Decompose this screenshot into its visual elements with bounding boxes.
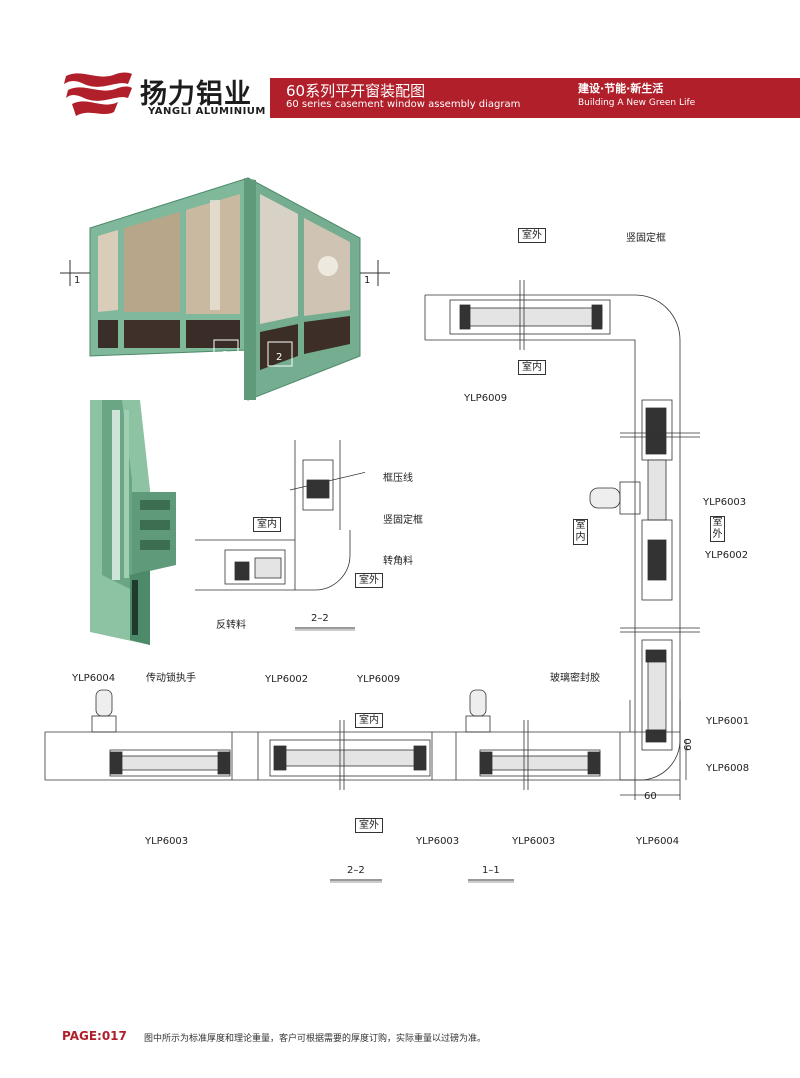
brand-name-cn: 扬力铝业 xyxy=(140,79,252,110)
ylp6003-label-bottom-1: YLP6003 xyxy=(145,836,189,847)
section-2-right-label: 2 xyxy=(276,352,282,363)
indoor-label-top: 室内 xyxy=(518,360,546,375)
ylp6004-label-bottom: YLP6004 xyxy=(636,836,680,847)
section-1-right-label: 1 xyxy=(364,275,370,286)
outdoor-label-mid: 室外 xyxy=(355,573,383,588)
section-1-1-bottom-label: 1–1 xyxy=(482,865,500,876)
slogan-en: Building A New Green Life xyxy=(578,98,696,108)
vertical-frame-label-top: 竖固定框 xyxy=(626,233,666,244)
corner-profile-label: 转角料 xyxy=(383,556,413,567)
header-band xyxy=(270,78,800,118)
frame-bead-label: 框压线 xyxy=(383,473,413,484)
section-2-2-mid-label: 2–2 xyxy=(311,613,329,624)
brand-logo-icon xyxy=(64,72,132,116)
section-2-2-horizontal-drawing xyxy=(44,689,687,796)
reverse-profile-label: 反转料 xyxy=(216,620,246,631)
ylp6003-label-right: YLP6003 xyxy=(703,497,747,508)
page-number: PAGE:017 xyxy=(62,1029,127,1043)
section-2-2-bottom-underline xyxy=(330,879,382,883)
section-2-2-mid-underline xyxy=(295,627,355,631)
footer-note: 图中所示为标准厚度和理论重量，客户可根据需要的厚度订购，实际重量以过磅为准。 xyxy=(144,1034,487,1044)
section-2-2-detail-drawing xyxy=(195,440,365,591)
section-1-1-bottom-underline xyxy=(468,879,514,883)
ylp6003-label-bottom-3: YLP6003 xyxy=(512,836,556,847)
page-title-cn: 60系列平开窗装配图 xyxy=(286,82,426,100)
outdoor-label-bottom: 室外 xyxy=(355,818,383,833)
dimension-60-vertical: 60 xyxy=(683,738,694,751)
indoor-label-side: 室内 xyxy=(573,519,588,545)
ylp6002-label-bottom: YLP6002 xyxy=(265,674,309,685)
ylp6008-label: YLP6008 xyxy=(706,763,750,774)
ylp6002-label-right: YLP6002 xyxy=(705,550,749,561)
section-2-left-label: 2 xyxy=(222,350,228,361)
page-title-en: 60 series casement window assembly diagr… xyxy=(286,99,521,110)
outdoor-label-top: 室外 xyxy=(518,228,546,243)
indoor-label-bottom: 室内 xyxy=(355,713,383,728)
lock-handle-label: 传动锁执手 xyxy=(146,673,196,684)
indoor-label-mid: 室内 xyxy=(253,517,281,532)
ylp6001-label: YLP6001 xyxy=(706,716,750,727)
corner-window-illustration: 1 1 2 2 xyxy=(60,177,390,401)
vertical-frame-label-mid: 竖固定框 xyxy=(383,515,423,526)
outdoor-label-side: 室外 xyxy=(710,516,725,542)
dimension-60-horizontal: 60 xyxy=(644,791,657,802)
ylp6009-label-bottom: YLP6009 xyxy=(357,674,401,685)
ylp6003-label-bottom-2: YLP6003 xyxy=(416,836,460,847)
ylp6009-label-top: YLP6009 xyxy=(464,393,508,404)
glass-seal-label: 玻璃密封胶 xyxy=(550,673,600,684)
section-1-left-label: 1 xyxy=(74,275,80,286)
section-1-1-drawing xyxy=(424,280,700,800)
slogan-cn: 建设·节能·新生活 xyxy=(578,82,664,95)
brand-name-en: YANGLI ALUMINIUM xyxy=(148,106,266,117)
profile-cutaway-illustration xyxy=(90,400,176,645)
ylp6004-label-left: YLP6004 xyxy=(72,673,116,684)
section-2-2-bottom-label: 2–2 xyxy=(347,865,365,876)
